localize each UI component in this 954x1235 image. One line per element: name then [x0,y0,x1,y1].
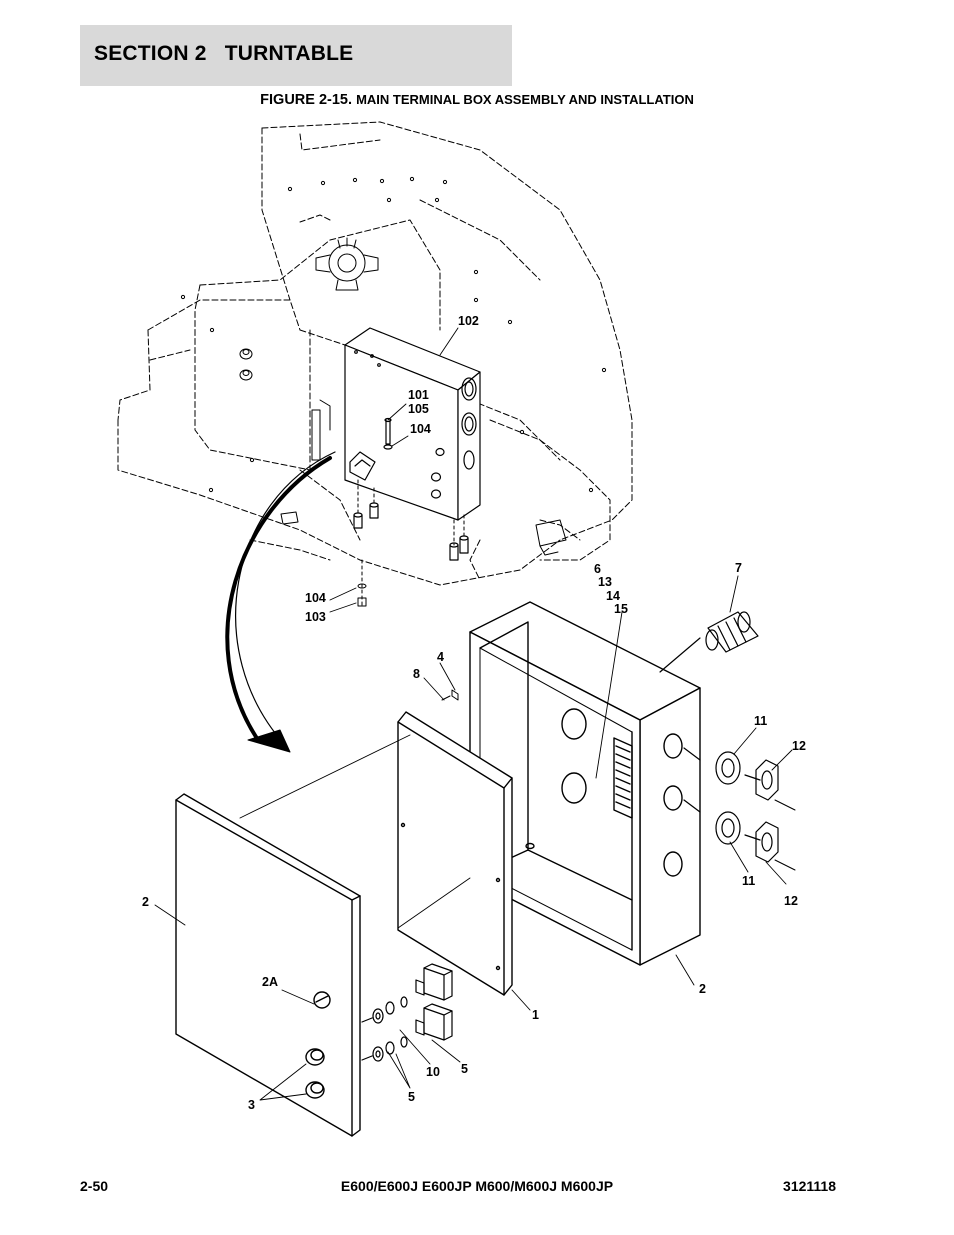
callout-labels: 102 101 105 104 104 103 6 13 14 15 7 4 8… [142,314,806,1112]
callout-12-lower: 12 [784,894,798,908]
inner-panel [397,711,513,996]
callout-11-upper: 11 [754,714,767,728]
figure-title: MAIN TERMINAL BOX ASSEMBLY AND INSTALLAT… [356,92,694,107]
document-number: 3121118 [783,1178,836,1194]
callout-12-upper: 12 [792,739,806,753]
wall-fittings [239,348,331,461]
turntable-frame [117,121,633,586]
page-number: 2-50 [80,1178,109,1194]
callout-8: 8 [413,667,420,681]
callout-103: 103 [305,610,326,624]
install-arrow [225,451,336,753]
callout-104-upper: 104 [410,422,431,436]
callout-105: 105 [408,402,429,416]
callout-11-lower: 11 [742,874,755,888]
section-title: SECTION 2 TURNTABLE [94,42,354,65]
circuit-breakers [361,963,453,1062]
callout-10: 10 [426,1065,440,1079]
callout-2A: 2A [262,975,278,989]
leader-lines [154,327,793,1101]
callout-1: 1 [532,1008,539,1022]
model-list: E600/E600J E600JP M600/M600J M600JP [340,1178,614,1194]
callout-101: 101 [408,388,429,402]
callout-102: 102 [458,314,479,328]
cord-grip [659,611,759,673]
exploded-box-body [469,601,701,966]
frame-bolts [180,176,607,493]
callout-2-box: 2 [699,982,706,996]
callout-104-lower: 104 [305,591,326,605]
callout-15: 15 [614,602,628,616]
callout-4: 4 [437,650,444,664]
installed-terminal-box [344,327,481,561]
figure-caption: FIGURE 2-15. MAIN TERMINAL BOX ASSEMBLY … [0,92,954,108]
callout-7: 7 [735,561,742,575]
figure-number: FIGURE 2-15. [260,92,353,108]
callout-5-lower: 5 [408,1090,415,1104]
callout-13: 13 [598,575,612,589]
box-cover [175,793,361,1137]
callout-14: 14 [606,589,620,603]
callout-6: 6 [594,562,601,576]
section-banner: SECTION 2 TURNTABLE [80,25,512,86]
callout-3: 3 [248,1098,255,1112]
rotary-coupling [315,237,379,291]
callout-2-cover: 2 [142,895,149,909]
callout-5-upper: 5 [461,1062,468,1076]
